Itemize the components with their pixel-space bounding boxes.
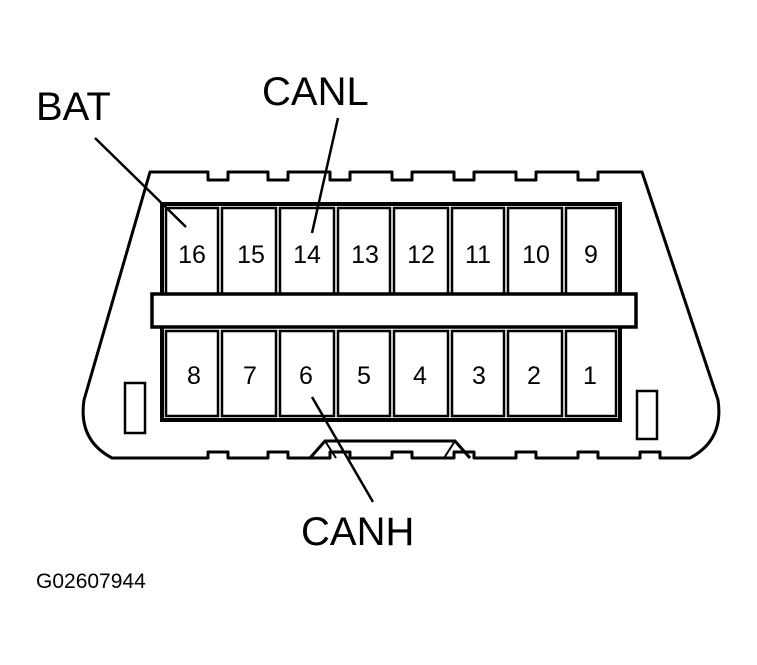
bottom-row: 8 7 6 5 4 3 2 1 — [164, 329, 618, 418]
pin-cell: 1 — [564, 329, 618, 418]
pin-number: 5 — [357, 362, 371, 390]
pin-number: 15 — [237, 241, 265, 269]
pin-cell: 4 — [392, 329, 450, 418]
callout-bat-label: BAT — [36, 85, 111, 129]
pin-number: 10 — [522, 241, 550, 269]
pin-cell: 7 — [220, 329, 278, 418]
center-divider — [150, 292, 638, 329]
pin-cell: 10 — [506, 206, 564, 296]
top-row: 16 15 14 13 12 11 10 9 — [164, 206, 618, 296]
pin-number: 11 — [465, 241, 491, 269]
pin-cell: 3 — [450, 329, 506, 418]
pin-number: 9 — [584, 241, 598, 269]
pin-cell: 8 — [164, 329, 220, 418]
pin-number: 1 — [583, 362, 597, 390]
callout-canl-label: CANL — [262, 70, 369, 114]
callout-bat-leader — [94, 137, 187, 228]
pin-number: 3 — [472, 362, 486, 390]
pin-cell: 13 — [336, 206, 392, 296]
pin-cell: 2 — [506, 329, 564, 418]
figure-id: G02607944 — [36, 570, 146, 593]
right-mounting-slot — [635, 389, 659, 441]
pin-number: 4 — [413, 362, 427, 390]
keying-notch — [308, 439, 472, 459]
pin-number: 16 — [178, 241, 206, 269]
callout-canh-label: CANH — [301, 510, 414, 554]
pin-number: 13 — [351, 241, 379, 269]
left-mounting-slot — [123, 381, 147, 435]
pin-number: 6 — [299, 362, 313, 390]
callout-canh-leader — [310, 396, 375, 503]
pin-number: 14 — [293, 241, 321, 269]
connector-housing — [81, 170, 721, 460]
pin-cell: 12 — [392, 206, 450, 296]
keying-notch-inner-left — [324, 440, 337, 459]
pin-cell: 9 — [564, 206, 618, 296]
pin-cell: 15 — [220, 206, 278, 296]
pin-number: 2 — [527, 362, 541, 390]
keying-notch-inner-right — [443, 440, 456, 459]
pin-cell: 16 — [164, 206, 220, 296]
pin-cell: 11 — [450, 206, 506, 296]
pin-cell: 6 — [278, 329, 336, 418]
pin-number: 8 — [187, 362, 201, 390]
pin-cell: 14 — [278, 206, 336, 296]
callout-canl-leader — [310, 117, 340, 234]
pin-cell: 5 — [336, 329, 392, 418]
pin-number: 7 — [243, 362, 257, 390]
pin-number: 12 — [407, 241, 435, 269]
